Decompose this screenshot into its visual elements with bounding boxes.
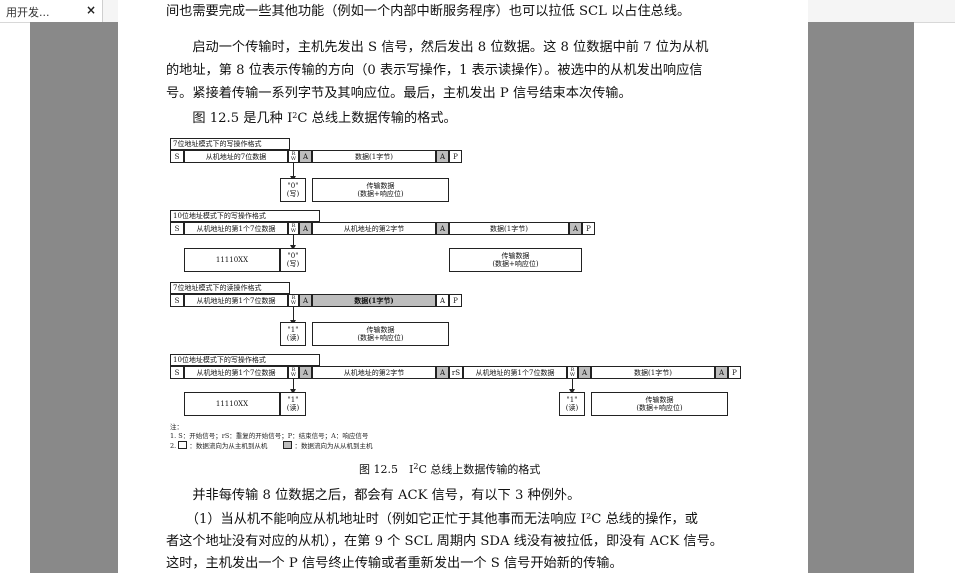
ack-field: A	[299, 150, 312, 163]
address-field: 从机地址的第2字节	[312, 222, 436, 235]
address-field: 从机地址的第2字节	[312, 366, 436, 379]
rw-bit-box: "1"(读)	[559, 392, 585, 416]
rs-field: rS	[449, 366, 463, 379]
address-field: 从机地址的7位数据	[184, 150, 288, 163]
ack-field: A	[569, 222, 582, 235]
pointer-arrow	[569, 379, 575, 394]
notes-heading: 注：	[170, 423, 183, 431]
diagram-title: 10位地址模式下的写操作格式	[170, 354, 320, 366]
body-paragraph: 的地址，第 8 位表示传输的方向（0 表示写操作，1 表示读操作）。被选中的从机…	[166, 63, 703, 78]
p-field: P	[449, 294, 462, 307]
address-field: 从机地址的第1个7位数据	[184, 294, 288, 307]
data-field: 数据(1字节)	[312, 294, 436, 307]
pointer-arrow	[290, 379, 296, 394]
document-viewer[interactable]: 间也需要完成一些其他功能（例如一个内部中断服务程序）也可以拉低 SCL 以占住总…	[30, 0, 914, 573]
p-field: P	[582, 222, 595, 235]
s-field: S	[170, 222, 184, 235]
address-field: 从机地址的第1个7位数据	[184, 366, 288, 379]
transfer-data-box: 传输数据(数据+响应位)	[591, 392, 728, 416]
pointer-arrow	[290, 235, 296, 250]
body-paragraph: （1）当从机不能响应从机地址时（例如它正忙于其他事而无法响应 I²C 总线的操作…	[166, 512, 698, 527]
document-page: 间也需要完成一些其他功能（例如一个内部中断服务程序）也可以拉低 SCL 以占住总…	[118, 0, 808, 573]
body-paragraph: 间也需要完成一些其他功能（例如一个内部中断服务程序）也可以拉低 SCL 以占住总…	[166, 4, 691, 19]
ack-field: A	[436, 150, 449, 163]
rw-bit-box: "0"(写)	[280, 178, 306, 202]
body-paragraph: 这时，主机发出一个 P 信号终止传输或者重新发出一个 S 信号开始新的传输。	[166, 556, 623, 571]
prefix-box: 11110XX	[184, 392, 280, 416]
pointer-arrow	[290, 307, 296, 325]
diagram-title: 7位地址模式下的读操作格式	[170, 282, 290, 294]
diagram-title: 7位地址模式下的写操作格式	[170, 138, 290, 150]
data-field: 数据(1字节)	[591, 366, 715, 379]
data-field: 数据(1字节)	[312, 150, 436, 163]
transfer-data-box: 传输数据(数据+响应位)	[312, 322, 449, 346]
address-field: 从机地址的第1个7位数据	[184, 222, 288, 235]
figure-caption: 图 12.5 I2C 总线上数据传输的格式	[359, 462, 541, 476]
p-field: P	[449, 150, 462, 163]
white-swatch	[178, 441, 188, 449]
prefix-box: 11110XX	[184, 248, 280, 272]
pointer-arrow	[290, 163, 296, 181]
ack-field: A	[299, 294, 312, 307]
ack-field: A	[715, 366, 728, 379]
notes-line: 2. ：数据流向为从主机到从机 ：数据流向为从从机到主机	[170, 441, 373, 450]
s-field: S	[170, 150, 184, 163]
ack-field: A	[299, 366, 312, 379]
p-field: P	[728, 366, 741, 379]
body-paragraph: 启动一个传输时，主机先发出 S 信号，然后发出 8 位数据。这 8 位数据中前 …	[166, 40, 709, 55]
grey-swatch	[283, 441, 293, 449]
address-field: 从机地址的第1个7位数据	[463, 366, 567, 379]
data-field: 数据(1字节)	[449, 222, 569, 235]
ack-field: A	[436, 222, 449, 235]
rw-bit-box: "1"(读)	[280, 392, 306, 416]
notes-line: 1. S：开始信号；rS：重复的开始信号；P：结束信号；A：响应信号	[170, 432, 369, 440]
diagram-title: 10位地址模式下的写操作格式	[170, 210, 320, 222]
body-paragraph: 号。紧接着传输一系列字节及其响应位。最后，主机发出 P 信号结束本次传输。	[166, 86, 632, 101]
ack-field: A	[299, 222, 312, 235]
ack-field: A	[436, 366, 449, 379]
ack-field: A	[436, 294, 449, 307]
s-field: S	[170, 294, 184, 307]
close-icon[interactable]: ×	[86, 3, 97, 17]
body-paragraph: 并非每传输 8 位数据之后，都会有 ACK 信号，有以下 3 种例外。	[166, 488, 581, 503]
document-tab[interactable]: 用开发... ×	[0, 0, 103, 22]
tab-label: 用开发...	[6, 6, 50, 19]
rw-bit-box: "1"(读)	[280, 322, 306, 346]
rw-bit-box: "0"(写)	[280, 248, 306, 272]
s-field: S	[170, 366, 184, 379]
body-paragraph: 者这个地址没有对应的从机），在第 9 个 SCL 周期内 SDA 线没有被拉低，…	[166, 534, 723, 549]
body-paragraph: 图 12.5 是几种 I2C 总线上数据传输的格式。	[166, 111, 457, 126]
ack-field: A	[578, 366, 591, 379]
transfer-data-box: 传输数据(数据+响应位)	[312, 178, 449, 202]
transfer-data-box: 传输数据(数据+响应位)	[449, 248, 582, 272]
